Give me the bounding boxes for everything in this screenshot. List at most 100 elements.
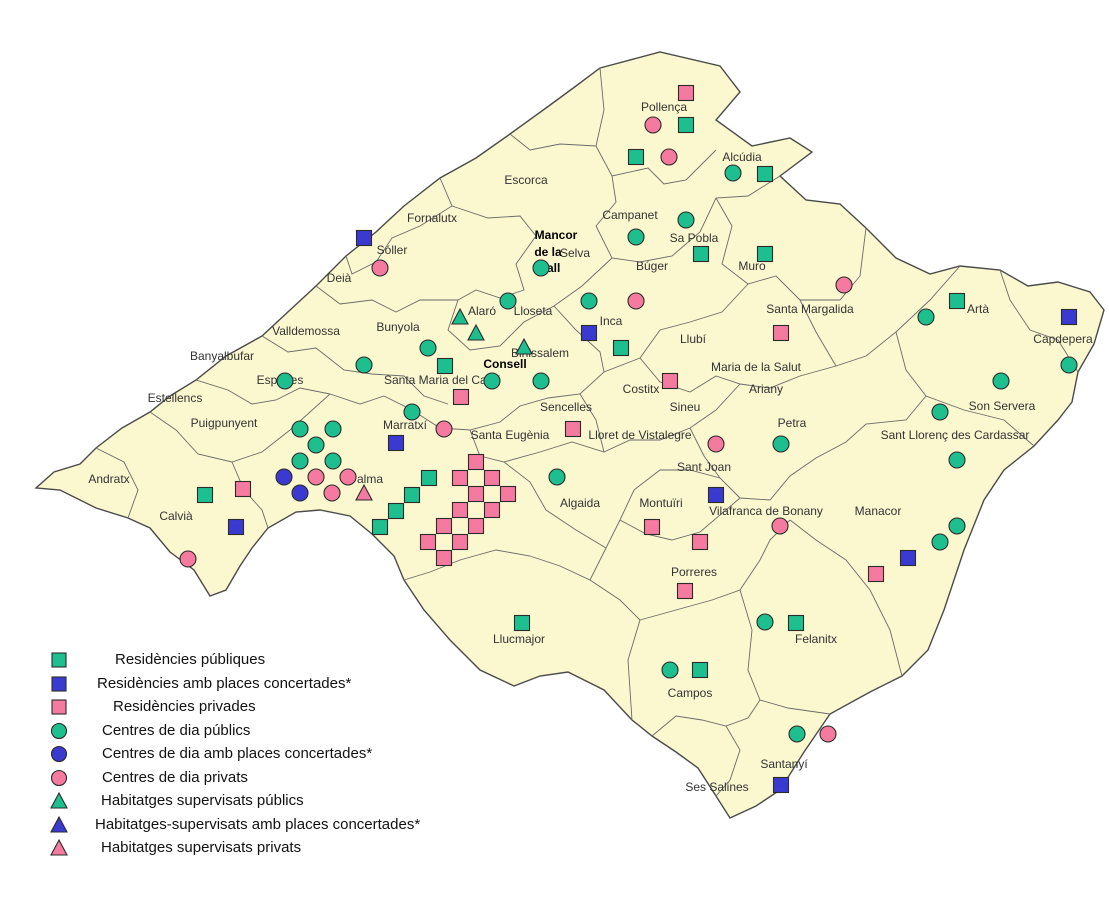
centre-dia-privat-marker <box>371 259 389 277</box>
residencia-concertada-marker <box>580 324 598 342</box>
residencia-concertada-marker <box>707 486 725 504</box>
residencia-publica-marker <box>513 614 531 632</box>
centre-dia-public-marker <box>756 613 774 631</box>
residencia-concertada-marker <box>772 776 790 794</box>
place-label: Sóller <box>377 243 408 257</box>
legend-item-residencies-concertades: Residències amb places concertades* <box>40 672 560 696</box>
legend-item-centres-dia-publics: Centres de dia públics <box>40 719 560 743</box>
residencia-publica-marker <box>692 245 710 263</box>
residencia-publica-marker <box>371 518 389 536</box>
residencia-publica-marker <box>787 614 805 632</box>
residencia-publica-marker <box>948 292 966 310</box>
place-label: Campos <box>668 686 713 700</box>
residencia-privada-marker <box>483 469 501 487</box>
place-label: Llucmajor <box>493 632 545 646</box>
legend-label: Residències públiques <box>115 651 266 668</box>
place-label: Maria de la Salut <box>711 360 802 374</box>
residencia-privada-marker <box>467 517 485 535</box>
legend-label: Centres de dia amb places concertades* <box>102 745 373 762</box>
residencia-concertada-marker <box>355 229 373 247</box>
centre-dia-privat-marker <box>819 725 837 743</box>
residencia-publica-marker <box>387 502 405 520</box>
place-label: Santa Margalida <box>766 302 854 316</box>
residencia-publica-marker <box>196 486 214 504</box>
place-label: Vilafranca de Bonany <box>709 504 823 518</box>
residencia-privada-marker <box>451 501 469 519</box>
centre-dia-public-marker <box>580 292 598 310</box>
centre-dia-public-marker <box>931 403 949 421</box>
centre-dia-public-marker <box>931 533 949 551</box>
place-label: Campanet <box>602 208 658 222</box>
municipality-borders <box>95 67 1079 797</box>
place-label: Manacor <box>855 504 902 518</box>
residencia-privada-marker <box>564 420 582 438</box>
legend-label: Residències privades <box>113 698 256 715</box>
place-label: Llubí <box>680 332 707 346</box>
habitatge-public-marker <box>467 323 485 341</box>
centre-dia-privat-marker <box>307 468 325 486</box>
centre-dia-privat-marker <box>644 116 662 134</box>
place-label: Sant Llorenç des Cardassar <box>881 428 1030 442</box>
place-label: de la <box>534 245 562 259</box>
residencia-privada-marker <box>676 582 694 600</box>
habitatge-public-marker <box>451 307 469 325</box>
place-label: Lloseta <box>514 304 553 318</box>
centre-dia-public-marker <box>627 228 645 246</box>
legend-label: Habitatges supervisats públics <box>101 792 304 809</box>
place-label: Son Servera <box>969 399 1036 413</box>
centre-dia-public-marker <box>324 452 342 470</box>
centre-dia-privat-marker <box>435 420 453 438</box>
residencia-publica-marker <box>627 148 645 166</box>
square-icon <box>51 699 67 715</box>
legend-item-habitatges-concertats: Habitatges-supervisats amb places concer… <box>40 813 560 837</box>
residencia-privada-marker <box>451 533 469 551</box>
place-label: Escorca <box>504 173 548 187</box>
place-label: Porreres <box>671 565 717 579</box>
centre-dia-public-marker <box>291 452 309 470</box>
residencia-privada-marker <box>677 84 695 102</box>
residencia-privada-marker <box>435 549 453 567</box>
centre-dia-public-marker <box>917 308 935 326</box>
place-label: Consell <box>483 357 526 371</box>
place-label: Valldemossa <box>272 324 340 338</box>
place-label: Deià <box>327 271 352 285</box>
place-label: Ses Salines <box>685 780 748 794</box>
residencia-privada-marker <box>691 533 709 551</box>
place-label: Sa Pobla <box>670 231 719 245</box>
residencia-privada-marker <box>467 453 485 471</box>
place-label: Capdepera <box>1033 332 1093 346</box>
habitatge-public-marker <box>515 337 533 355</box>
place-label: Inca <box>600 314 623 328</box>
residencia-privada-marker <box>451 469 469 487</box>
legend-item-residencies-privades: Residències privades <box>40 695 560 719</box>
centre-dia-public-marker <box>403 403 421 421</box>
legend: Residències públiques Residències amb pl… <box>40 648 560 860</box>
legend-label: Centres de dia públics <box>102 721 251 739</box>
place-label: Petra <box>778 416 807 430</box>
place-label: Alcúdia <box>722 150 762 164</box>
residencia-publica-marker <box>436 357 454 375</box>
centre-dia-public-marker <box>324 420 342 438</box>
residencia-concertada-marker <box>387 434 405 452</box>
place-label: Alaró <box>468 304 496 318</box>
triangle-icon <box>50 791 68 809</box>
centre-dia-public-marker <box>483 372 501 390</box>
place-label: Sencelles <box>540 400 592 414</box>
residencia-privada-marker <box>419 533 437 551</box>
residencia-publica-marker <box>420 469 438 487</box>
place-label: Santa Maria del Camí <box>384 373 501 387</box>
centre-dia-public-marker <box>532 372 550 390</box>
centre-dia-public-marker <box>788 725 806 743</box>
place-label: Estellencs <box>148 391 203 405</box>
residencia-privada-marker <box>772 324 790 342</box>
residencia-privada-marker <box>435 517 453 535</box>
residencia-publica-marker <box>403 486 421 504</box>
place-label: Santanyí <box>760 757 808 771</box>
place-label: Calvià <box>159 509 193 523</box>
triangle-icon <box>50 815 68 833</box>
centre-dia-privat-marker <box>339 468 357 486</box>
centre-dia-public-marker <box>677 211 695 229</box>
legend-item-centres-dia-concertats: Centres de dia amb places concertades* <box>40 742 560 766</box>
place-label: Montuïri <box>639 496 682 510</box>
habitatge-privat-marker <box>355 483 373 501</box>
